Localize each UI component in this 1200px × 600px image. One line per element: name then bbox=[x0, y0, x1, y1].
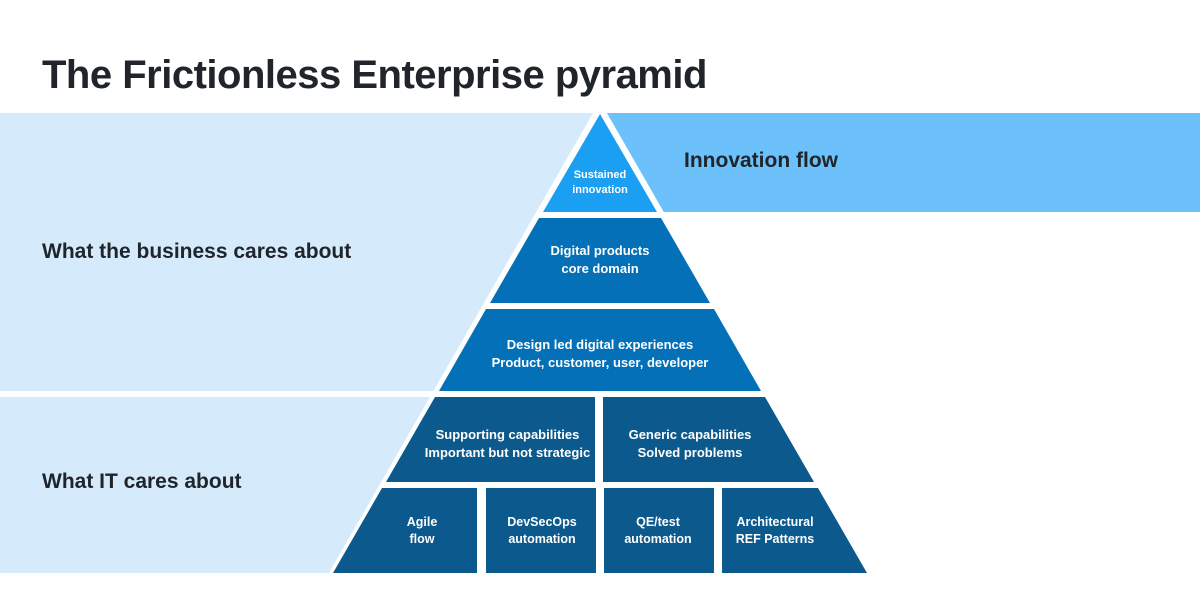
label-line: automation bbox=[508, 532, 576, 546]
innovation-flow-band bbox=[600, 113, 1200, 212]
label-line: flow bbox=[409, 532, 435, 546]
level-digital-products-label: Digital products core domain bbox=[520, 237, 680, 283]
label-line: Important but not strategic bbox=[424, 445, 591, 460]
label-line: Generic capabilities bbox=[628, 427, 752, 443]
label-line: Design led digital experiences bbox=[506, 337, 694, 353]
label-line: REF Patterns bbox=[735, 532, 815, 546]
label-line: Supporting capabilities bbox=[435, 427, 580, 443]
label-line: DevSecOps bbox=[507, 515, 577, 530]
label-line: Solved problems bbox=[637, 445, 743, 460]
level-design-led-label: Design led digital experiences Product, … bbox=[460, 331, 740, 377]
block-agile-flow-label: Agile flow bbox=[372, 508, 472, 554]
block-generic-capabilities-label: Generic capabilities Solved problems bbox=[600, 421, 780, 467]
it-band-label: What IT cares about bbox=[42, 470, 242, 493]
innovation-flow-label: Innovation flow bbox=[684, 149, 838, 172]
label-line: Product, customer, user, developer bbox=[491, 355, 709, 370]
block-architectural-label: Architectural REF Patterns bbox=[717, 508, 833, 554]
label-line: Agile bbox=[406, 515, 438, 530]
page-title: The Frictionless Enterprise pyramid bbox=[42, 52, 707, 97]
block-qe-test-label: QE/test automation bbox=[603, 508, 713, 554]
label-line: Sustained bbox=[573, 169, 627, 182]
label-line: QE/test bbox=[636, 515, 680, 530]
block-devsecops-shape bbox=[486, 488, 596, 573]
business-band-label: What the business cares about bbox=[42, 240, 352, 263]
label-line: core domain bbox=[561, 261, 639, 276]
label-line: Digital products bbox=[550, 243, 650, 259]
block-qe-test-shape bbox=[604, 488, 714, 573]
block-devsecops-label: DevSecOps automation bbox=[487, 508, 597, 554]
level-sustained-innovation-label: Sustained innovation bbox=[540, 160, 660, 206]
block-supporting-capabilities-label: Supporting capabilities Important but no… bbox=[415, 421, 600, 467]
label-line: Architectural bbox=[736, 515, 814, 530]
label-line: automation bbox=[624, 532, 692, 546]
label-line: innovation bbox=[572, 184, 628, 196]
